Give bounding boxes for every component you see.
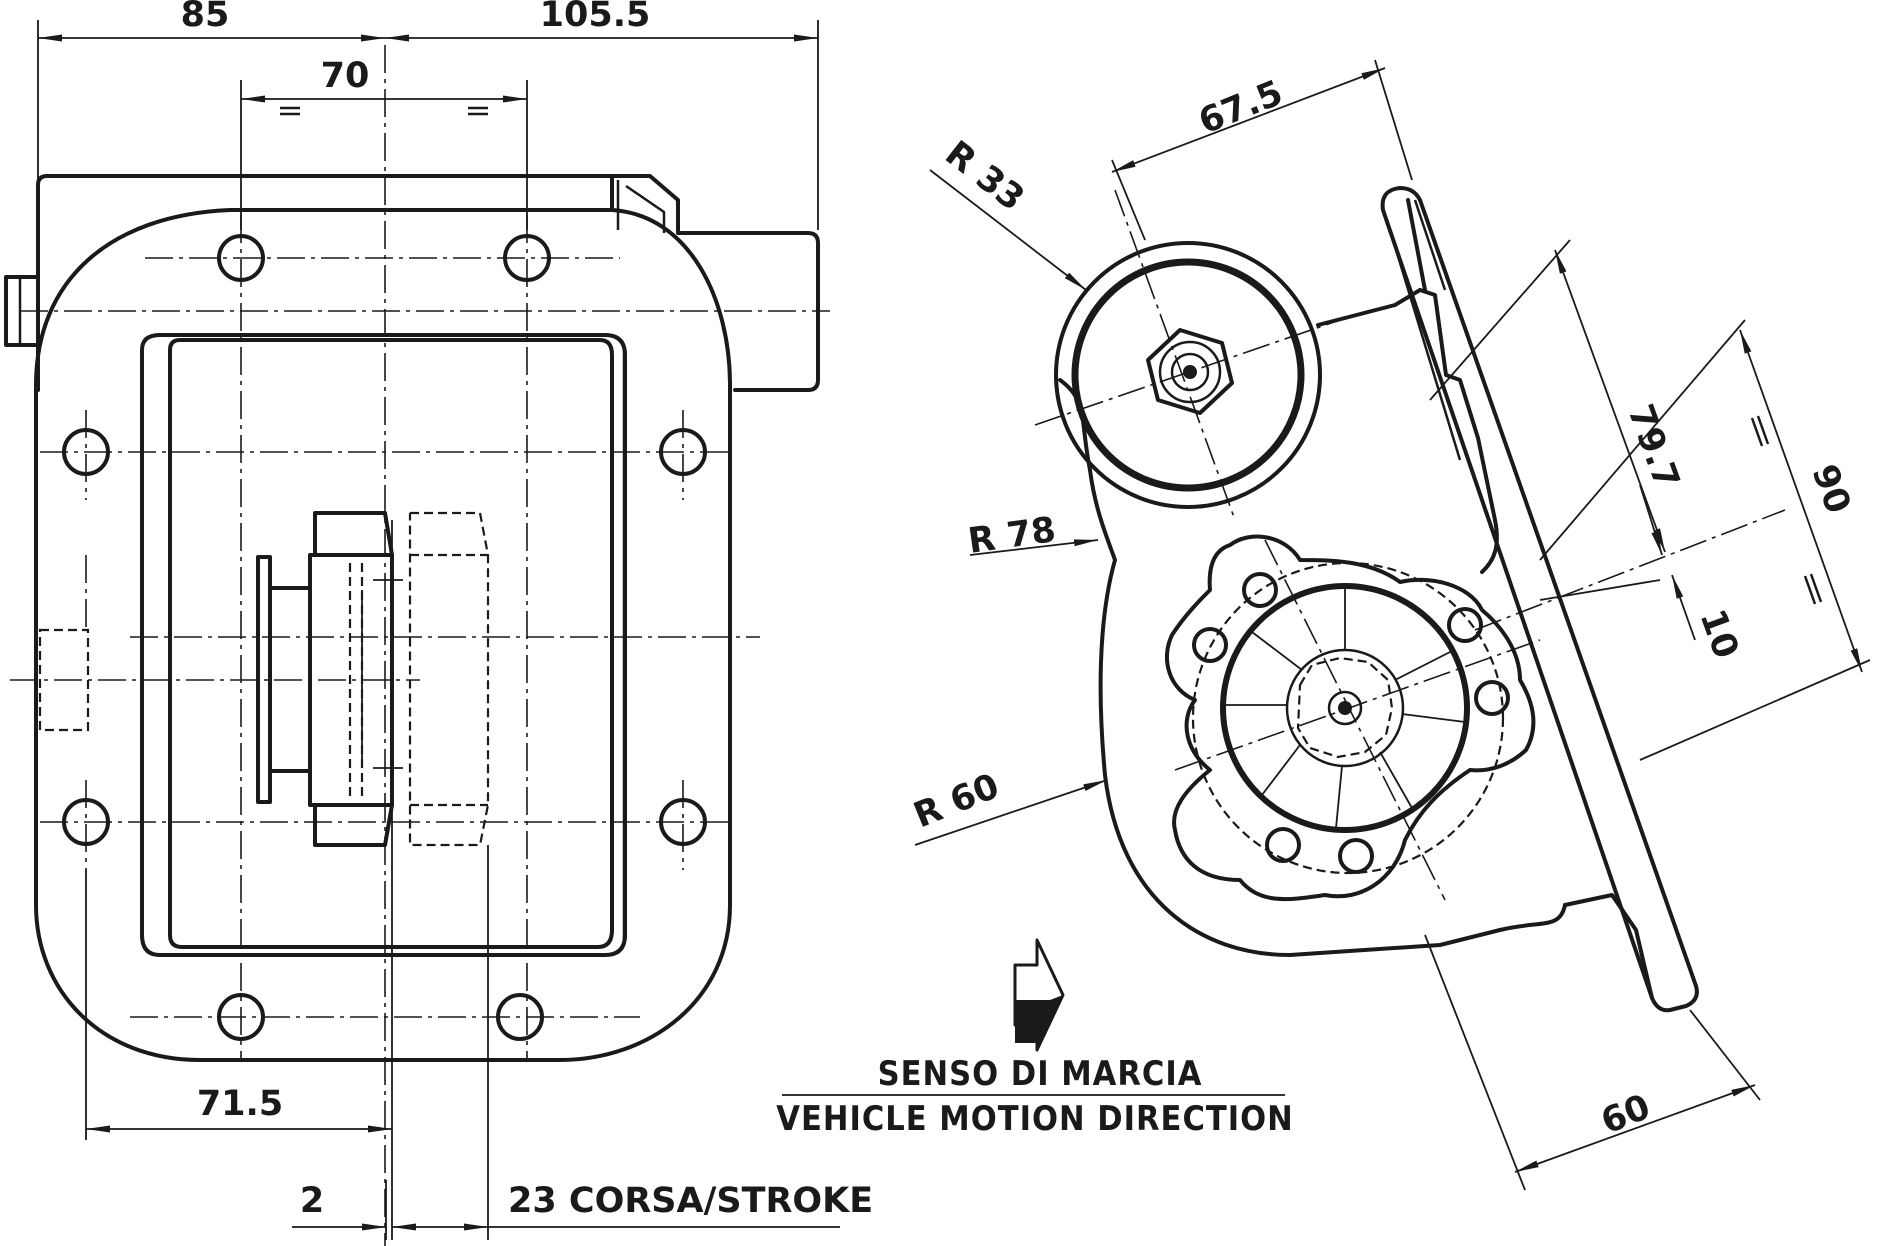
front-pto-shaft [256, 511, 490, 850]
upper-hex [1146, 328, 1234, 415]
upper-boss-inner [1071, 258, 1305, 492]
dim-radius-small: R 33 [937, 134, 1031, 220]
dim-stroke: 23 CORSA/STROKE [508, 1181, 873, 1221]
side-centerlines [1034, 189, 1786, 901]
side-bolt-holes [1191, 561, 1510, 875]
dim-hole-offset: 71.5 [197, 1084, 283, 1124]
side-mounting-plate [1380, 186, 1699, 1013]
front-window-outer [140, 333, 627, 957]
lower-spline [1296, 656, 1394, 759]
direction-note-line1: SENSO DI MARCIA [878, 1054, 1203, 1094]
side-housing-outline [1088, 468, 1567, 957]
dim-center-distance: 67.5 [1193, 73, 1288, 142]
dim-height-upper: 79.7 [1620, 399, 1687, 494]
upper-boss-outer [1054, 241, 1322, 509]
bolt-hole [1242, 572, 1278, 608]
lower-boss-outer [1220, 583, 1470, 833]
front-body-top [36, 174, 614, 392]
dim-offset: 10 [1692, 604, 1746, 663]
front-flange-outline [34, 208, 732, 1062]
bolt-hole [1265, 827, 1301, 863]
bolt-hole [1447, 607, 1483, 643]
front-hidden-boss [38, 628, 90, 732]
direction-note: SENSO DI MARCIA VEHICLE MOTION DIRECTION [776, 938, 1293, 1139]
side-extension-lines [1111, 59, 1871, 1191]
dim-width-right: 105.5 [540, 0, 651, 35]
direction-note-line2: VEHICLE MOTION DIRECTION [776, 1099, 1293, 1139]
dim-hole-spacing: 70 [321, 56, 370, 96]
dim-radius-large: R 78 [966, 510, 1059, 562]
bolt-hole [1338, 838, 1374, 874]
dim-offset-small: 2 [300, 1181, 324, 1221]
front-dimension-lines [38, 34, 840, 1240]
front-step-detail [616, 180, 666, 233]
front-body-step [610, 174, 820, 392]
side-lower-flange [1164, 534, 1536, 902]
front-centerlines [10, 45, 830, 1246]
front-extension-lines [37, 20, 819, 1240]
side-housing-lower [1058, 378, 1092, 472]
front-window-inner [168, 338, 614, 949]
direction-arrow-icon [1013, 938, 1065, 1052]
dim-height-total: 90 [1804, 459, 1858, 518]
dim-radius-flange: R 60 [908, 766, 1004, 836]
lower-radials [1225, 588, 1466, 829]
front-view: 85 105.5 70 71.5 2 23 CORSA/STROKE [4, 0, 873, 1246]
bolt-hole [1474, 680, 1510, 716]
side-dimension-lines [914, 67, 1863, 1173]
bolt-hole [1192, 627, 1228, 663]
side-boss-link [1316, 288, 1422, 327]
dim-width-left: 85 [181, 0, 230, 35]
dim-flange-width: 60 [1596, 1087, 1656, 1142]
side-view: 67.5 R 33 R 78 R 60 79.7 90 10 60 [908, 59, 1871, 1191]
